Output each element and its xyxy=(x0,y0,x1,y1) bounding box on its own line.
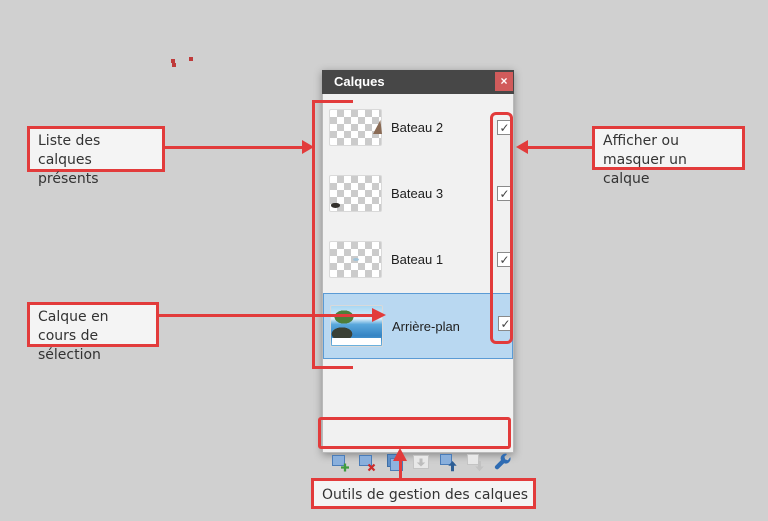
boat-speck-shape xyxy=(353,258,359,261)
arrow-toggle-visibility-shaft xyxy=(528,146,592,149)
layer-visibility-checkbox[interactable]: ✓ xyxy=(498,316,513,331)
layer-row-bateau-2[interactable]: Bateau 2 ✓ xyxy=(323,95,513,161)
layer-name: Bateau 1 xyxy=(391,252,444,267)
layer-properties-button[interactable] xyxy=(492,452,512,472)
white-strip xyxy=(332,338,381,345)
layers-panel-titlebar[interactable]: Calques × xyxy=(322,70,514,94)
wrench-icon xyxy=(494,453,511,470)
delete-layer-icon xyxy=(359,455,376,472)
sail-shape xyxy=(373,120,382,134)
red-handle-dot xyxy=(171,59,175,63)
layer-row-bateau-3[interactable]: Bateau 3 ✓ xyxy=(323,161,513,227)
add-layer-icon xyxy=(332,455,349,472)
move-layer-up-button[interactable] xyxy=(438,452,458,472)
layers-list-bracket-top xyxy=(312,100,353,103)
layers-toolbar xyxy=(323,448,515,476)
annotation-selected-layer: Calque en cours de sélection xyxy=(27,302,159,363)
arrow-layers-list-shaft xyxy=(163,146,304,149)
layer-row-arriere-plan-selected[interactable]: Arrière-plan ✓ xyxy=(323,293,513,359)
arrow-layer-tools-shaft xyxy=(399,460,402,478)
annotation-layer-tools: Outils de gestion des calques xyxy=(311,478,536,509)
layers-list-bracket xyxy=(312,100,315,369)
move-layer-down-button[interactable] xyxy=(465,452,485,472)
visibility-column-highlight xyxy=(490,112,513,344)
annotation-toggle-visibility: Afficher ou masquer un calque xyxy=(592,126,745,187)
move-layer-down-icon xyxy=(467,454,484,472)
arrow-left-icon xyxy=(516,140,528,154)
arrow-up-icon xyxy=(393,448,407,461)
toolbar-highlight xyxy=(318,417,511,449)
delete-layer-button[interactable] xyxy=(357,452,377,472)
layers-list-bracket-bottom xyxy=(312,366,353,369)
layer-thumbnail xyxy=(329,241,382,278)
panel-title: Calques xyxy=(334,74,385,89)
layers-panel-body: Bateau 2 ✓ Bateau 3 ✓ Bateau 1 ✓ Arrière… xyxy=(322,94,514,472)
boat-shape xyxy=(331,203,340,208)
layer-name: Arrière-plan xyxy=(392,319,460,334)
move-layer-up-icon xyxy=(440,454,457,472)
merge-layer-down-button[interactable] xyxy=(411,452,431,472)
layer-name: Bateau 2 xyxy=(391,120,444,135)
layer-name: Bateau 3 xyxy=(391,186,444,201)
layers-panel: Calques × Bateau 2 ✓ Bateau 3 ✓ Bateau 1… xyxy=(322,70,514,472)
arrow-right-icon xyxy=(302,140,314,154)
add-layer-button[interactable] xyxy=(330,452,350,472)
red-handle-dot xyxy=(189,57,193,61)
annotation-layers-list: Liste des calques présents xyxy=(27,126,165,187)
red-handle-dot xyxy=(172,63,176,67)
layer-thumbnail xyxy=(329,175,382,212)
arrow-selected-layer-shaft xyxy=(156,314,373,317)
arrow-right-icon xyxy=(372,308,386,322)
layer-visibility-checkbox[interactable]: ✓ xyxy=(497,186,512,201)
close-icon[interactable]: × xyxy=(495,72,513,91)
layer-thumbnail xyxy=(329,109,382,146)
merge-layer-down-icon xyxy=(413,455,429,469)
layer-row-bateau-1[interactable]: Bateau 1 ✓ xyxy=(323,227,513,293)
